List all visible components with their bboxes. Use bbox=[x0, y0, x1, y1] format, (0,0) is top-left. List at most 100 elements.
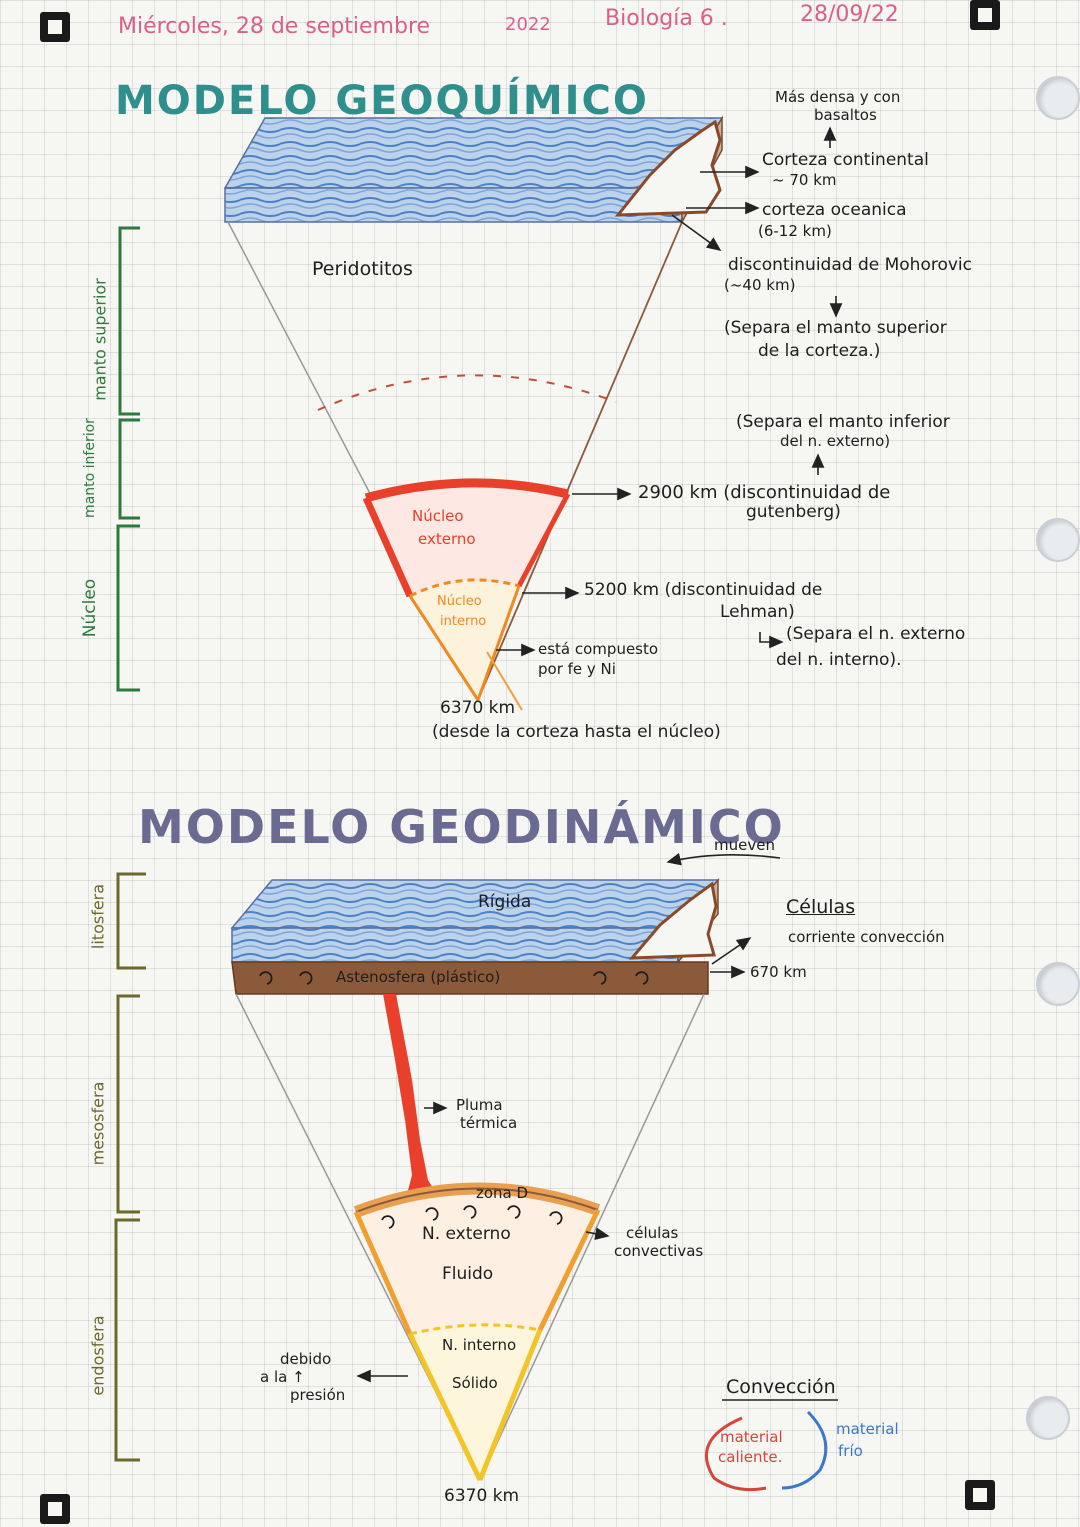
label-solido: Sólido bbox=[452, 1374, 498, 1392]
convection-cell-icon bbox=[507, 1205, 521, 1219]
convection-cell-icon bbox=[463, 1205, 477, 1219]
label-depth-note: (desde la corteza hasta el núcleo) bbox=[432, 722, 721, 742]
label-compuesto-2: por fe y Ni bbox=[538, 660, 616, 678]
corner-mark-bottom-right bbox=[965, 1480, 995, 1510]
lithosphere-top bbox=[230, 879, 720, 929]
label-nucleo-interno-1: Núcleo bbox=[437, 594, 482, 609]
label-mas-densa-1: Más densa y con bbox=[775, 88, 901, 106]
corner-mark-top-left bbox=[40, 12, 70, 42]
binder-hole bbox=[1036, 76, 1080, 120]
side-label-nucleo: Núcleo bbox=[80, 578, 100, 638]
outer-core-right-geod bbox=[537, 1208, 601, 1332]
label-debido-3: presión bbox=[290, 1386, 346, 1404]
inner-core-left-geod bbox=[407, 1332, 483, 1482]
convection-cell-icon bbox=[425, 1207, 439, 1221]
geoquimico-diagram bbox=[116, 115, 843, 711]
label-lehman-1: 5200 km (discontinuidad de bbox=[584, 580, 823, 600]
label-corteza-continental-2: ~ 70 km bbox=[772, 171, 837, 189]
outer-core-right bbox=[516, 492, 571, 588]
label-km670: 670 km bbox=[750, 963, 807, 981]
arrow-celulas bbox=[711, 937, 752, 965]
header-date: Miércoles, 28 de septiembre bbox=[118, 14, 431, 39]
arrow-mohorovic bbox=[671, 214, 722, 251]
label-material-caliente-2: caliente. bbox=[718, 1448, 783, 1466]
label-rigida: Rígida bbox=[478, 892, 532, 912]
convection-cell-icon bbox=[593, 971, 607, 985]
lithosphere-front bbox=[231, 927, 679, 963]
label-separa-3b: del n. interno). bbox=[776, 650, 902, 670]
label-separa-1b: de la corteza.) bbox=[758, 341, 881, 361]
arrow-separa-3 bbox=[759, 632, 784, 649]
convection-cold-arc bbox=[781, 1410, 828, 1490]
cone-right-edge bbox=[477, 221, 683, 701]
label-corteza-continental-1: Corteza continental bbox=[762, 150, 929, 170]
convection-cell-icon bbox=[259, 971, 273, 985]
convection-cell-icon bbox=[381, 1215, 395, 1229]
inner-core-top bbox=[409, 578, 520, 598]
label-celulas-conv-2: convectivas bbox=[614, 1242, 704, 1260]
convection-cell-icon bbox=[299, 971, 313, 985]
zona-d-edge bbox=[355, 1187, 599, 1213]
label-compuesto-1: está compuesto bbox=[538, 640, 659, 658]
label-n-externo: N. externo bbox=[422, 1224, 511, 1244]
label-astenosfera: Astenosfera (plástico) bbox=[336, 968, 501, 986]
outer-core-region bbox=[366, 482, 568, 596]
label-mohorovic-1: discontinuidad de Mohorovic bbox=[728, 255, 973, 275]
label-corteza-oceanica-1: corteza oceanica bbox=[762, 200, 907, 220]
geodinamico-diagram bbox=[114, 852, 838, 1492]
label-celulas: Células bbox=[786, 896, 856, 918]
binder-hole bbox=[1026, 1396, 1070, 1440]
continent-shape bbox=[628, 881, 718, 960]
label-gutenberg-1: 2900 km (discontinuidad de bbox=[638, 482, 891, 503]
label-material-caliente-1: material bbox=[720, 1428, 783, 1446]
label-nucleo-interno-2: interno bbox=[440, 614, 487, 629]
oceanic-crust-front bbox=[224, 187, 683, 223]
label-conveccion: Convección bbox=[726, 1376, 836, 1398]
outer-core-left bbox=[362, 496, 414, 598]
convection-hot-arc bbox=[704, 1416, 767, 1492]
header-year: 2022 bbox=[505, 14, 551, 35]
label-separa-1a: (Separa el manto superior bbox=[724, 318, 947, 338]
inner-core-top-geod bbox=[409, 1323, 541, 1336]
mantle-plume bbox=[383, 994, 440, 1206]
label-nucleo-externo-2: externo bbox=[418, 530, 476, 548]
label-debido-1: debido bbox=[280, 1350, 332, 1368]
convection-cell-icon bbox=[635, 971, 649, 985]
inner-core-right bbox=[476, 585, 521, 701]
label-n-interno: N. interno bbox=[442, 1336, 517, 1354]
label-lehman-2: Lehman) bbox=[720, 602, 795, 622]
title-geoquimico: MODELO GEOQUÍMICO bbox=[115, 78, 649, 124]
label-corriente: corriente convección bbox=[788, 928, 945, 946]
continental-crust-shape bbox=[614, 119, 722, 217]
label-mueven: mueven bbox=[714, 836, 775, 854]
bracket-nucleo bbox=[116, 524, 140, 692]
label-separa-2a: (Separa el manto inferior bbox=[736, 412, 950, 432]
binder-hole bbox=[1036, 962, 1080, 1006]
header-date-short: 28/09/22 bbox=[800, 2, 899, 27]
title-geodinamico: MODELO GEODINÁMICO bbox=[138, 800, 785, 854]
label-material-frio-2: frío bbox=[838, 1442, 863, 1460]
label-material-frio-1: material bbox=[836, 1420, 899, 1438]
side-label-manto-inferior: manto inferior bbox=[82, 418, 98, 518]
outer-core-top bbox=[364, 478, 570, 503]
outer-core-region-geod bbox=[356, 1188, 598, 1334]
binder-hole bbox=[1036, 518, 1080, 562]
center-mark bbox=[486, 651, 523, 711]
label-separa-2b: del n. externo) bbox=[780, 432, 891, 450]
label-celulas-conv-1: células bbox=[626, 1224, 679, 1242]
arrow-celulas-conv bbox=[585, 1227, 610, 1241]
convection-cell-icon bbox=[549, 1211, 563, 1225]
label-zona-d: zona D bbox=[476, 1184, 529, 1202]
bracket-manto-superior bbox=[118, 226, 140, 416]
outer-core-left-geod bbox=[353, 1210, 413, 1336]
bracket-litosfera bbox=[116, 872, 146, 970]
label-peridotitos: Peridotitos bbox=[312, 258, 413, 280]
corner-mark-bottom-left bbox=[40, 1494, 70, 1524]
side-label-manto-superior: manto superior bbox=[90, 278, 110, 401]
arrow-mueven bbox=[666, 852, 781, 866]
label-nucleo-externo-1: Núcleo bbox=[412, 507, 464, 525]
label-debido-2: a la ↑ bbox=[260, 1368, 305, 1386]
label-gutenberg-2: gutenberg) bbox=[746, 502, 841, 522]
bracket-mesosfera bbox=[116, 994, 140, 1214]
corner-mark-top-right bbox=[970, 0, 1000, 30]
